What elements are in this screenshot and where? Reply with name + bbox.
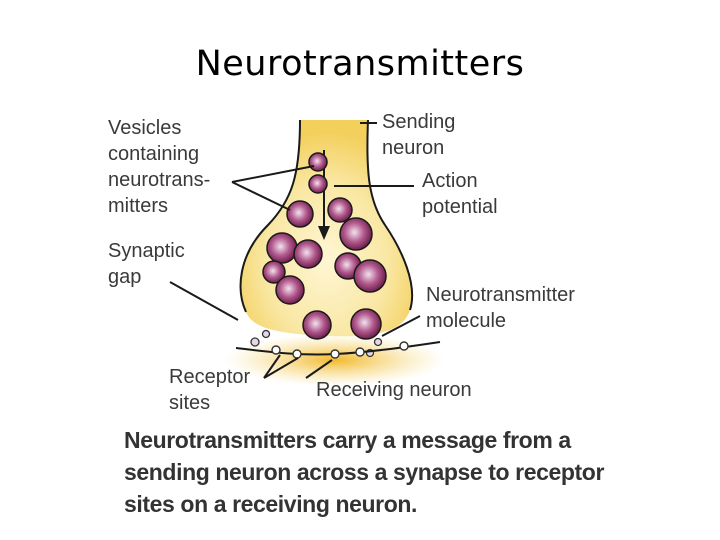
label-receptor-sites: Receptor sites xyxy=(169,364,250,416)
action-potential-arrow-head xyxy=(318,226,330,240)
receptor-site xyxy=(271,345,281,355)
leader-synaptic xyxy=(169,281,239,321)
label-sending-line: Sending xyxy=(382,111,456,133)
axon-terminal-outline-left xyxy=(239,119,301,313)
vesicle xyxy=(286,200,314,228)
label-action-line: potential xyxy=(422,196,498,218)
label-receptor-line: sites xyxy=(169,392,211,414)
receptor-sites xyxy=(271,341,409,359)
leader-receiving xyxy=(305,359,333,379)
caption-line: Neurotransmitters carry a message from a xyxy=(124,427,571,453)
label-sending-neuron: Sending neuron xyxy=(382,109,455,161)
receptor-site xyxy=(399,341,409,351)
vesicles xyxy=(262,152,387,340)
label-molecule-line: molecule xyxy=(426,310,507,332)
vesicle xyxy=(302,310,332,340)
leader-molecule xyxy=(381,315,421,337)
label-action-potential: Action potential xyxy=(422,168,498,220)
vesicle xyxy=(275,275,305,305)
caption: Neurotransmitters carry a message from a… xyxy=(124,424,624,520)
label-synaptic-line: gap xyxy=(108,266,142,288)
vesicle xyxy=(308,152,328,172)
label-vesicles-line: Vesicles xyxy=(108,117,182,139)
receptor-site xyxy=(330,349,340,359)
slide-title: Neurotransmitters xyxy=(195,44,525,84)
leader-receptor-b xyxy=(263,357,299,379)
axon-terminal-outline-right xyxy=(366,119,414,311)
vesicle xyxy=(327,197,353,223)
vesicle xyxy=(293,239,323,269)
molecule xyxy=(261,329,271,339)
label-vesicles-line: neurotrans- xyxy=(108,169,211,191)
label-sending-line: neuron xyxy=(382,137,445,159)
vesicle xyxy=(353,259,387,293)
leader-vesicles-b xyxy=(231,181,291,211)
caption-line: sending neuron across a synapse to recep… xyxy=(124,459,605,485)
vesicle xyxy=(308,174,328,194)
label-vesicles: Vesicles containing neurotrans- mitters xyxy=(108,115,210,219)
label-vesicles-line: mitters xyxy=(108,195,168,217)
leader-vesicles-a xyxy=(231,165,315,183)
leader-receptor-a xyxy=(263,354,281,379)
molecule xyxy=(373,337,383,347)
label-receiving-neuron: Receiving neuron xyxy=(316,379,472,401)
vesicle xyxy=(350,308,382,340)
vesicle xyxy=(266,232,298,264)
label-molecule-line: Neurotransmitter xyxy=(426,284,575,306)
vesicle xyxy=(339,217,373,251)
label-receptor-line: Receptor xyxy=(169,366,251,388)
vesicle xyxy=(262,260,286,284)
label-neurotransmitter-molecule: Neurotransmitter molecule xyxy=(426,282,575,334)
caption-line: sites on a receiving neuron. xyxy=(124,491,417,517)
leader-lines xyxy=(169,122,421,379)
label-synaptic-gap: Synaptic gap xyxy=(108,238,185,290)
receptor-site xyxy=(292,349,302,359)
label-vesicles-line: containing xyxy=(108,143,200,165)
molecule xyxy=(250,337,260,347)
receiving-neuron-glow xyxy=(225,334,445,386)
label-synaptic-line: Synaptic xyxy=(108,240,185,262)
receptor-site xyxy=(355,347,365,357)
label-action-line: Action xyxy=(422,170,478,192)
